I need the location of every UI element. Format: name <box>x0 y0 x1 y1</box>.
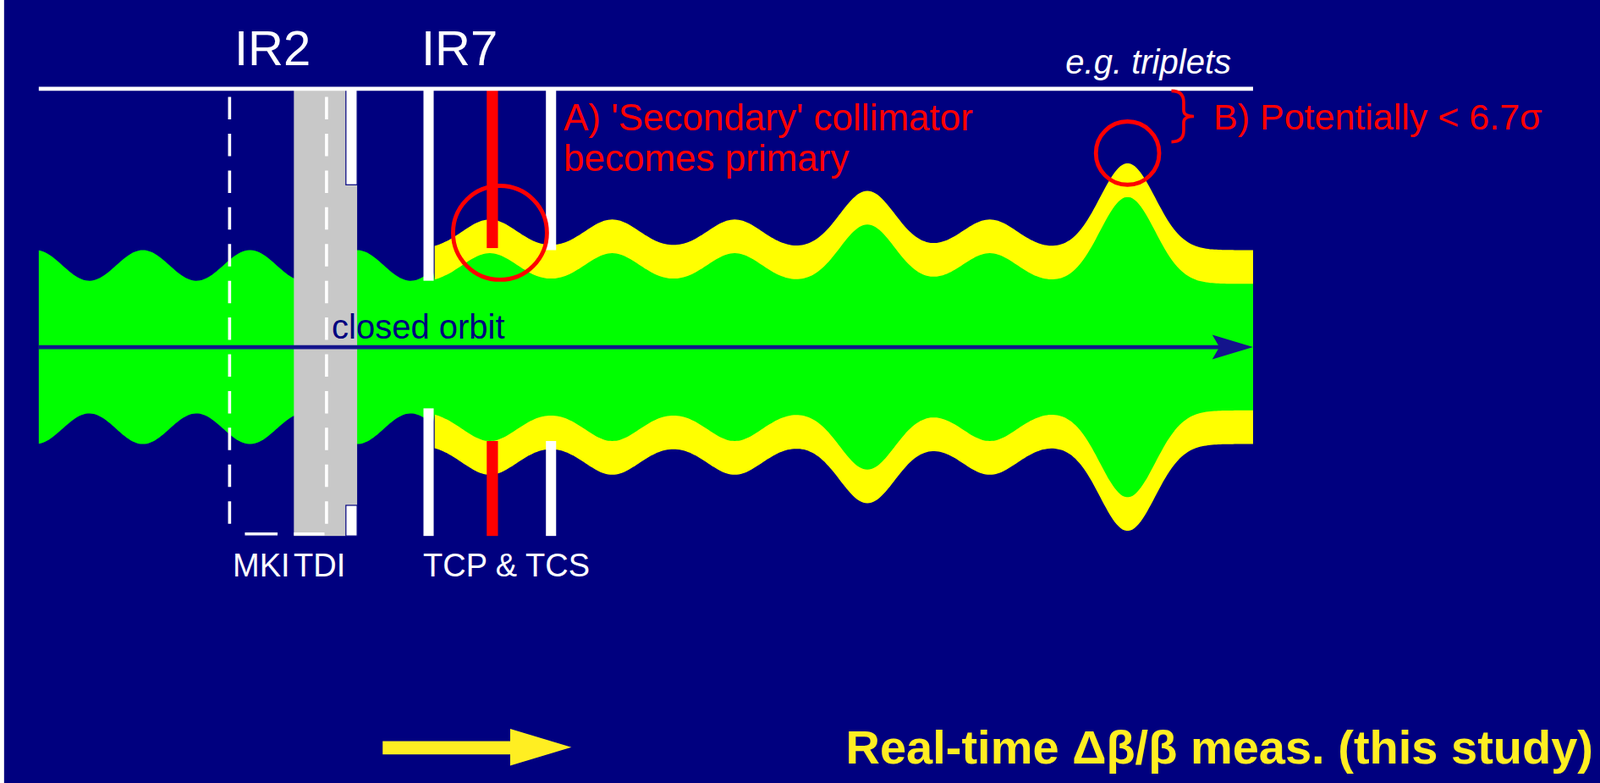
orbit-label: closed orbit <box>331 307 506 346</box>
bottom-arrow <box>382 741 516 755</box>
element-label: TCP & TCS <box>423 548 590 584</box>
brace <box>1171 90 1194 142</box>
secondary-collimator <box>486 89 498 248</box>
bottom-arrowhead <box>510 728 572 765</box>
tcs-jaw <box>545 440 556 536</box>
note-label: e.g. triplets <box>1065 43 1232 81</box>
element-label: TDI <box>293 548 346 584</box>
dashed-marker <box>228 97 232 537</box>
dashed-marker <box>324 97 329 537</box>
secondary-collimator <box>486 440 498 536</box>
region-label: IR7 <box>421 21 498 76</box>
closed-orbit-arrowhead <box>1212 335 1254 360</box>
aperture-line <box>38 87 1254 92</box>
highlight-circle <box>1095 121 1160 186</box>
closed-orbit-arrow <box>38 345 1220 350</box>
left-border <box>0 0 5 783</box>
beam-envelope <box>38 163 1254 531</box>
element-label: MKI <box>232 548 291 584</box>
conclusion-label: Real-time Δβ/β meas. (this study) <box>846 720 1594 774</box>
tcp-jaw <box>423 407 434 536</box>
region-label: IR2 <box>234 21 311 76</box>
tcp-jaw <box>423 89 434 281</box>
callout-label: A) 'Secondary' collimator becomes primar… <box>563 97 1038 180</box>
tdi-jaw <box>346 89 358 185</box>
highlight-circle <box>452 185 547 280</box>
callout-label: B) Potentially < 6.7σ <box>1213 97 1543 138</box>
mki-tick <box>293 532 325 536</box>
beam-core <box>38 197 1254 497</box>
tdi-jaw <box>346 505 358 536</box>
mki-tick <box>244 532 278 536</box>
